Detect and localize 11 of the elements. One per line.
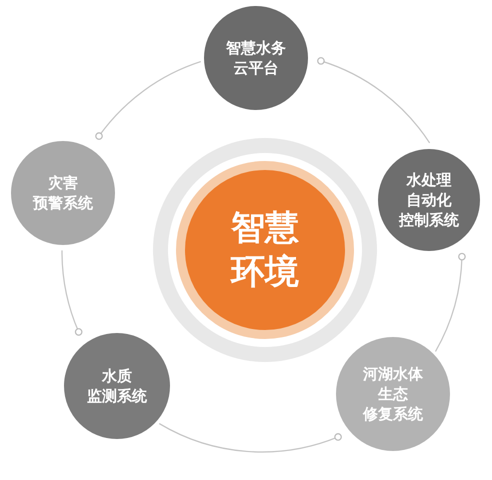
node-label: 河湖水体生态修复系统	[363, 364, 423, 424]
node-label: 水处理自动化控制系统	[399, 170, 459, 230]
node-label: 智慧环境	[231, 206, 299, 294]
node-label: 水质监测系统	[87, 366, 147, 406]
node-label: 智慧水务云平台	[226, 38, 286, 78]
connector-arc	[95, 61, 202, 140]
connector-arc	[434, 252, 466, 352]
connector-arc	[158, 423, 342, 452]
node-label: 灾害预警系统	[33, 172, 93, 214]
connector-arc	[61, 250, 82, 336]
connector-arc	[317, 57, 430, 144]
